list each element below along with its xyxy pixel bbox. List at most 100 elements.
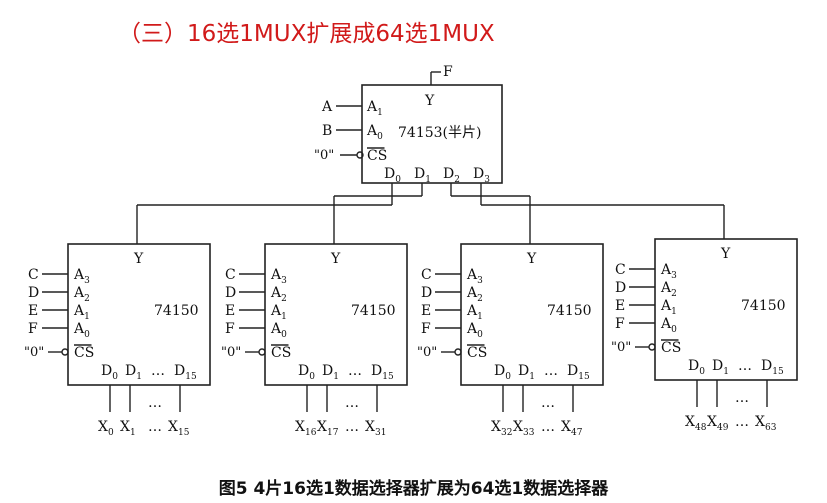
chip-0-input-second: X1 — [120, 419, 136, 438]
chip-0-data-pin-ellipsis: … — [151, 363, 165, 379]
top-enable-bubble — [356, 151, 364, 159]
chip-0-data-pin-last: D15 — [174, 363, 197, 382]
chip-2-name: 74150 — [547, 303, 592, 319]
chip-3-data-pin-last: D15 — [761, 358, 784, 377]
chip-1-enable-signal: "0" — [221, 345, 241, 360]
chip-0-output-pin: Y — [133, 251, 144, 267]
chip-0-select-pin-1: A2 — [73, 285, 90, 304]
chip-0-enable-signal: "0" — [24, 345, 44, 360]
chip-2-lead-ellipsis: … — [541, 395, 555, 411]
chip-3-output-pin: Y — [720, 246, 731, 262]
chip-0-select-signal-2: E — [28, 303, 38, 319]
chip-3-data-pin-ellipsis: … — [738, 358, 752, 374]
top-select-pin-0: A1 — [366, 99, 383, 118]
chip-1-select-pin-0: A3 — [270, 267, 287, 286]
chip-2-data-pin-last: D15 — [567, 363, 590, 382]
chip-0-select-pin-3: A0 — [73, 321, 90, 340]
top-select-pin-1: A0 — [366, 123, 383, 142]
chip-0-select-pin-2: A1 — [73, 303, 90, 322]
chip-1-enable-pin: CS — [271, 345, 291, 361]
chip-1-data-pin-first: D0 — [298, 363, 315, 382]
chip-3-select-pin-1: A2 — [660, 280, 677, 299]
top-data-pin-2: D2 — [443, 166, 460, 185]
chip-1-select-pin-3: A0 — [270, 321, 287, 340]
chip-1-output-pin: Y — [330, 251, 341, 267]
chip-1-select-signal-2: E — [225, 303, 235, 319]
chip-74150-0-box — [67, 243, 211, 386]
top-data-pin-3: D3 — [473, 166, 490, 185]
chip-2-enable-pin: CS — [467, 345, 487, 361]
chip-3-enable-bubble — [648, 343, 656, 351]
chip-0-input-first: X0 — [98, 419, 114, 438]
chip-3-select-signal-2: E — [615, 298, 625, 314]
top-chip-name: 74153(半片) — [398, 125, 481, 141]
chip-1-input-last: X31 — [365, 419, 386, 438]
chip-1-input-ellipsis: … — [345, 419, 359, 435]
chip-0-select-signal-3: F — [28, 321, 38, 337]
chip-0-input-ellipsis: … — [148, 419, 162, 435]
chip-74150-2-box — [460, 243, 604, 386]
chip-0-lead-ellipsis: … — [148, 395, 162, 411]
figure-caption: 图5 4片16选1数据选择器扩展为64选1数据选择器 — [218, 479, 609, 499]
chip-2-data-pin-second: D1 — [518, 363, 535, 382]
chip-74150-3-box — [654, 238, 798, 381]
chip-2-select-pin-3: A0 — [466, 321, 483, 340]
chip-3-select-pin-3: A0 — [660, 316, 677, 335]
chip-3-select-pin-0: A3 — [660, 262, 677, 281]
top-mux-74153-box — [361, 84, 503, 184]
chip-0-select-pin-0: A3 — [73, 267, 90, 286]
chip-1-lead-ellipsis: … — [345, 395, 359, 411]
chip-3-name: 74150 — [741, 298, 786, 314]
chip-1-data-pin-second: D1 — [322, 363, 339, 382]
chip-0-name: 74150 — [154, 303, 199, 319]
chip-3-lead-ellipsis: … — [735, 390, 749, 406]
chip-2-select-pin-0: A3 — [466, 267, 483, 286]
chip-2-data-pin-ellipsis: … — [544, 363, 558, 379]
chip-1-select-pin-1: A2 — [270, 285, 287, 304]
top-enable-pin: CS — [367, 148, 387, 164]
chip-74150-1-box — [264, 243, 408, 386]
chip-3-select-signal-1: D — [615, 280, 626, 296]
chip-3-select-signal-3: F — [615, 316, 625, 332]
top-output-pin-label: Y — [424, 93, 435, 109]
chip-0-select-signal-1: D — [28, 285, 39, 301]
chip-2-input-second: X33 — [513, 419, 535, 438]
chip-2-select-pin-1: A2 — [466, 285, 483, 304]
chip-1-select-signal-0: C — [225, 267, 236, 283]
chip-3-select-signal-0: C — [615, 262, 626, 278]
chip-1-data-pin-ellipsis: … — [348, 363, 362, 379]
chip-2-data-pin-first: D0 — [494, 363, 511, 382]
chip-2-enable-signal: "0" — [417, 345, 437, 360]
chip-2-output-pin: Y — [526, 251, 537, 267]
chip-0-data-pin-second: D1 — [125, 363, 142, 382]
chip-3-data-pin-second: D1 — [712, 358, 729, 377]
chip-1-select-pin-2: A1 — [270, 303, 287, 322]
top-output-signal-label: F — [443, 64, 453, 80]
chip-0-data-pin-first: D0 — [101, 363, 118, 382]
chip-2-input-last: X47 — [561, 419, 583, 438]
chip-2-select-signal-3: F — [421, 321, 431, 337]
page-title: （三）16选1MUX扩展成64选1MUX — [118, 21, 495, 47]
chip-3-input-second: X49 — [707, 414, 729, 433]
chip-2-select-pin-2: A1 — [466, 303, 483, 322]
chip-2-enable-bubble — [454, 348, 462, 356]
chip-3-input-first: X48 — [685, 414, 707, 433]
chip-2-select-signal-0: C — [421, 267, 432, 283]
chip-1-data-pin-last: D15 — [371, 363, 394, 382]
top-select-signal-0: A — [321, 99, 333, 115]
chip-2-select-signal-1: D — [421, 285, 432, 301]
chip-2-input-ellipsis: … — [541, 419, 555, 435]
chip-3-enable-pin: CS — [661, 340, 681, 356]
chip-2-input-first: X32 — [491, 419, 512, 438]
top-data-pin-0: D0 — [384, 166, 401, 185]
chip-3-enable-signal: "0" — [611, 340, 631, 355]
chip-0-enable-pin: CS — [74, 345, 94, 361]
chip-0-enable-bubble — [61, 348, 69, 356]
top-data-pin-1: D1 — [414, 166, 431, 185]
chip-1-input-first: X16 — [295, 419, 317, 438]
chip-3-input-last: X63 — [755, 414, 777, 433]
chip-3-input-ellipsis: … — [735, 414, 749, 430]
chip-1-select-signal-1: D — [225, 285, 236, 301]
chip-1-select-signal-3: F — [225, 321, 235, 337]
